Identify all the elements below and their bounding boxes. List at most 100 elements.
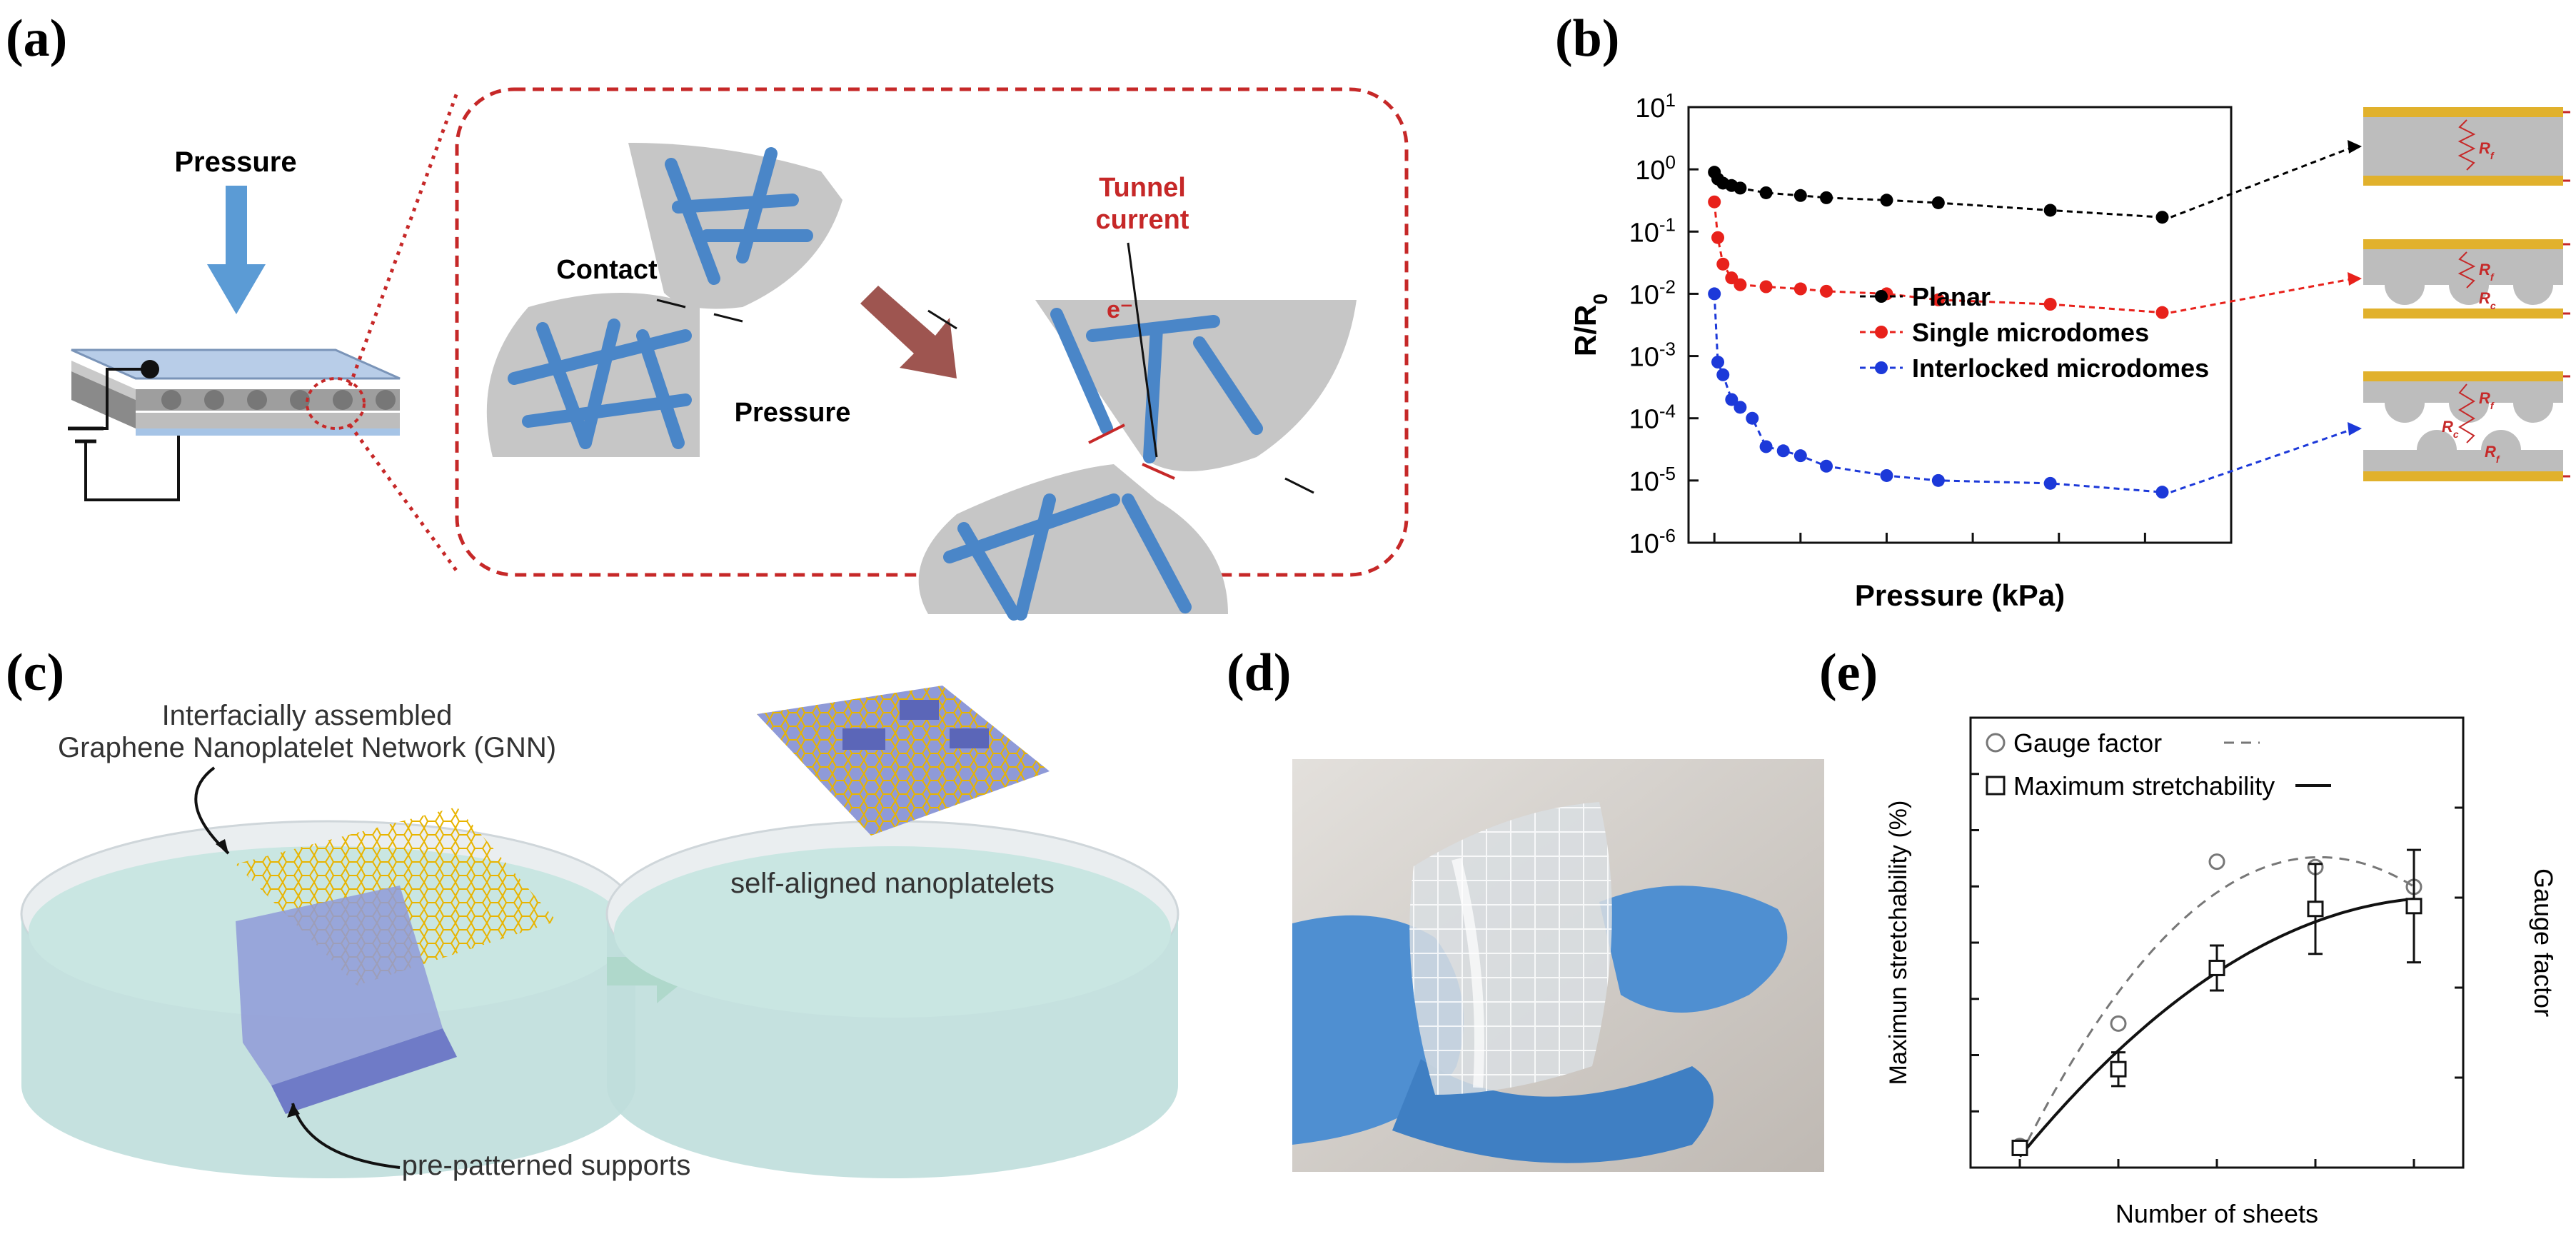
chart-b-ytick-exp: -3: [1659, 338, 1676, 360]
chart-b-ytick-exp: 0: [1666, 151, 1676, 173]
chart-b-device-arrow: [2170, 145, 2355, 219]
chart-b-ytick-label: 100: [1635, 151, 1676, 186]
tunnel-label-line2: current: [1096, 205, 1189, 235]
panel-d-photo: [1292, 759, 1824, 1172]
grain-pair-after-icon: [918, 300, 1357, 621]
chart-b-point: [1931, 473, 1945, 487]
device-single-icon: Rf Rc: [2363, 239, 2570, 318]
chart-b-point: [1820, 284, 1833, 298]
chart-b-point: [1708, 195, 1721, 209]
chart-e-legend-stretch-label: Maximum stretchability: [2013, 771, 2275, 801]
gnn-label-line1: Interfacially assembled: [162, 700, 453, 731]
chart-b-device-arrowhead: [2348, 422, 2362, 436]
chart-b-ytick-exp: -1: [1659, 214, 1676, 235]
chart-b-ytick-label: 10-3: [1629, 338, 1676, 373]
chart-e-stretch-point: [2208, 959, 2225, 976]
chart-e-xlabel: Number of sheets: [2115, 1199, 2318, 1228]
chart-b-ytick-label: 10-4: [1629, 401, 1676, 435]
transition-arrow-icon: [860, 286, 957, 378]
chart-b-legend-label: Planar: [1912, 282, 1991, 311]
rc-label: Rc: [2479, 289, 2496, 311]
rf-label-4: Rf: [2485, 443, 2500, 465]
chart-b-point: [1716, 257, 1730, 271]
pressure-label-top: Pressure: [174, 146, 296, 178]
chart-b-ylabel: R/R0: [1569, 294, 1611, 356]
chart-e-ylabel: Maximun stretchability (%): [1885, 801, 1912, 1085]
chart-e-gauge-fit-line: [2018, 856, 2415, 1158]
chart-b-point: [1725, 271, 1739, 285]
chart-b-ytick-exp: -2: [1659, 276, 1676, 297]
chart-b-legend-swatch-point: [1875, 290, 1888, 303]
rc-label-2: Rc: [2442, 418, 2459, 440]
panel-label-e: (e): [1819, 643, 1878, 702]
chart-b-ytick-label: 10-6: [1629, 525, 1676, 559]
chart-b-ytick-base: 10: [1635, 94, 1665, 124]
chart-b-point: [1793, 282, 1807, 296]
chart-b-point: [1880, 468, 1893, 482]
chart-b-point: [2155, 306, 2169, 319]
chart-e-gauge-point: [2110, 1015, 2127, 1032]
chart-e-y2label: Gauge factor: [2529, 868, 2558, 1017]
device-planar-icon: Rf: [2363, 107, 2570, 186]
chart-b-ytick-exp: 1: [1666, 89, 1676, 111]
chart-b-point: [1716, 368, 1730, 381]
chart-b-ytick-label: 101: [1635, 89, 1676, 124]
tunnel-label-line1: Tunnel: [1099, 173, 1186, 203]
aligned-label: self-aligned nanoplatelets: [730, 868, 1055, 899]
chart-b-point: [2155, 211, 2169, 224]
chart-b-legend-swatch-point: [1875, 326, 1888, 338]
chart-e-stretch-point: [2110, 1060, 2127, 1078]
chart-b-ytick-base: 10: [1635, 156, 1665, 186]
panel-c-illustration: Interfacially assembled Graphene Nanopla…: [20, 686, 1179, 1181]
grain-pair-before-icon: [486, 143, 842, 457]
chart-b-ytick-exp: -4: [1659, 401, 1676, 422]
chart-b-point: [1711, 231, 1725, 244]
panel-label-a: (a): [6, 9, 68, 68]
chart-b-point: [2043, 476, 2057, 490]
chart-b-point: [1931, 196, 1945, 209]
chart-b-device-arrowhead: [2348, 140, 2362, 154]
chart-b-ytick-exp: -6: [1659, 525, 1676, 546]
pressure-arrow-icon: [207, 186, 266, 314]
chart-e-gauge-point: [2208, 853, 2225, 871]
chart-b-legend-swatch-point: [1875, 361, 1888, 374]
chart-e-legend-gauge-label: Gauge factor: [2013, 728, 2162, 758]
chart-e-legend-gauge-marker: [1986, 733, 2006, 753]
chart-b-point: [1746, 411, 1759, 425]
gnn-sheet-icon: [236, 807, 557, 1114]
chart-b-point: [1820, 459, 1833, 473]
supports-label: pre-patterned supports: [402, 1150, 691, 1181]
chart-b-point: [1711, 356, 1725, 369]
chart-b-point: [1759, 280, 1773, 294]
rf-label: Rf: [2479, 139, 2495, 161]
chart-b-point: [1793, 189, 1807, 202]
panel-label-d: (d): [1227, 643, 1292, 702]
pressure-label-mid: Pressure: [735, 398, 851, 428]
chart-b-point: [1734, 401, 1747, 414]
chart-b-ytick-exp: -5: [1659, 463, 1676, 484]
chart-b-ytick-base: 10: [1629, 529, 1659, 559]
chart-b-point: [1725, 393, 1739, 406]
gnn-label-line2: Graphene Nanoplatelet Network (GNN): [58, 732, 556, 763]
device-stack-icon: [68, 348, 401, 501]
chart-e-stretch-point: [2011, 1139, 2028, 1156]
chart-b-point: [1776, 444, 1790, 458]
rf-label-2: Rf: [2479, 261, 2495, 283]
device-interlocked-icon: Rf Rc Rf: [2363, 371, 2570, 481]
chart-b-device-arrows: [2170, 140, 2362, 493]
chart-b-device-arrow: [2170, 427, 2355, 493]
panel-a-schematic: Pressure Contact: [68, 87, 1409, 621]
sensor-film-icon: [1409, 802, 1612, 1095]
chart-e-stretch-point: [2307, 901, 2324, 918]
chart-b-point: [1734, 278, 1747, 291]
chart-b-ytick-base: 10: [1629, 280, 1659, 310]
chart-e-stretch-point: [2405, 898, 2422, 915]
chart-e-stretch-fit-line: [2018, 897, 2415, 1158]
chart-b-point: [1793, 449, 1807, 463]
chart-b-ytick-base: 10: [1629, 467, 1659, 497]
chart-b-point: [1820, 191, 1833, 204]
chart-b-ytick-label: 10-2: [1629, 276, 1676, 310]
contact-label: Contact: [556, 255, 658, 285]
